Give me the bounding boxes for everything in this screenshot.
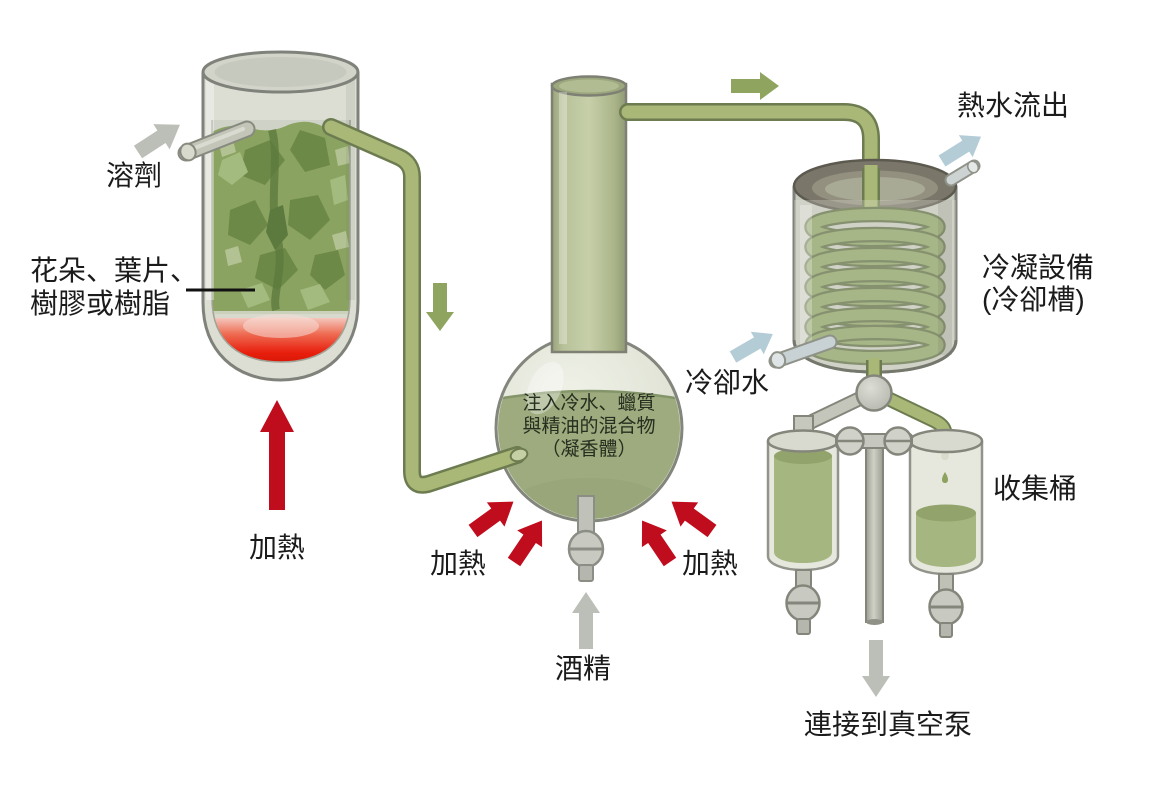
flask-contents-line1: 注入冷水、蠟質	[522, 393, 656, 414]
condenser-label-line1: 冷凝設備	[982, 252, 1095, 283]
heat-arrow-flask-right-outer-icon	[662, 489, 721, 544]
flask-stopcock-valve	[567, 495, 605, 582]
heat-arrow-flask-left-inner-icon	[501, 512, 555, 571]
heat-flask-left-label: 加熱	[430, 548, 487, 579]
condenser-label: 冷凝設備 (冷卻槽)	[982, 252, 1094, 316]
vapor-flow-arrow-icon	[731, 72, 779, 100]
hot-water-out-label: 熱水流出	[957, 90, 1070, 121]
plant-material-label-line1: 花朵、葉片、	[30, 255, 199, 286]
plant-material-label: 花朵、葉片、 樹膠或樹脂	[30, 254, 198, 320]
plant-material-label-line2: 樹膠或樹脂	[30, 288, 171, 319]
heat-flask-right-label: 加熱	[682, 548, 739, 579]
right-collection-barrel	[908, 428, 984, 638]
flask-neck	[550, 75, 628, 354]
heat-vessel-label: 加熱	[249, 532, 306, 563]
heat-arrow-flask-right-inner-icon	[629, 512, 683, 571]
vacuum-flow-arrow-icon	[862, 640, 890, 697]
vacuum-pump-label: 連接到真空泵	[804, 709, 973, 740]
hot-water-spout	[944, 159, 981, 187]
plant-material-contents	[212, 120, 350, 362]
vapor-pipe	[619, 103, 880, 177]
central-vacuum-pipe	[835, 426, 913, 625]
alcohol-flow-arrow-icon	[572, 592, 600, 649]
condenser-label-line2: (冷卻槽)	[982, 284, 1085, 315]
heat-arrow-flask-left-outer-icon	[464, 489, 523, 544]
left-collection-barrel	[766, 415, 840, 635]
cooling-water-label: 冷卻水	[685, 367, 770, 398]
flask-contents-line3: （凝香體）	[541, 439, 637, 460]
junction-sphere	[855, 374, 893, 412]
transfer-pipe	[322, 118, 529, 494]
left-barrel-valve	[785, 584, 821, 635]
solvent-inlet-tube	[177, 120, 256, 162]
right-barrel-valve	[928, 588, 964, 638]
heat-arrow-icon	[260, 400, 294, 510]
extraction-vessel	[177, 50, 360, 382]
pipe-downflow-arrow-icon	[426, 283, 454, 331]
solvent-label: 溶劑	[106, 160, 163, 191]
flask-contents-label: 注入冷水、蠟質 與精油的混合物 （凝香體）	[506, 392, 672, 461]
flask-contents-line2: 與精油的混合物	[522, 416, 656, 437]
collection-barrel-label: 收集桶	[993, 473, 1078, 504]
alcohol-label: 酒精	[555, 653, 612, 684]
cooling-water-inlet-tube	[768, 334, 838, 369]
oil-droplet	[942, 472, 948, 483]
distillation-flask	[494, 333, 684, 523]
condenser-beaker	[768, 158, 981, 374]
